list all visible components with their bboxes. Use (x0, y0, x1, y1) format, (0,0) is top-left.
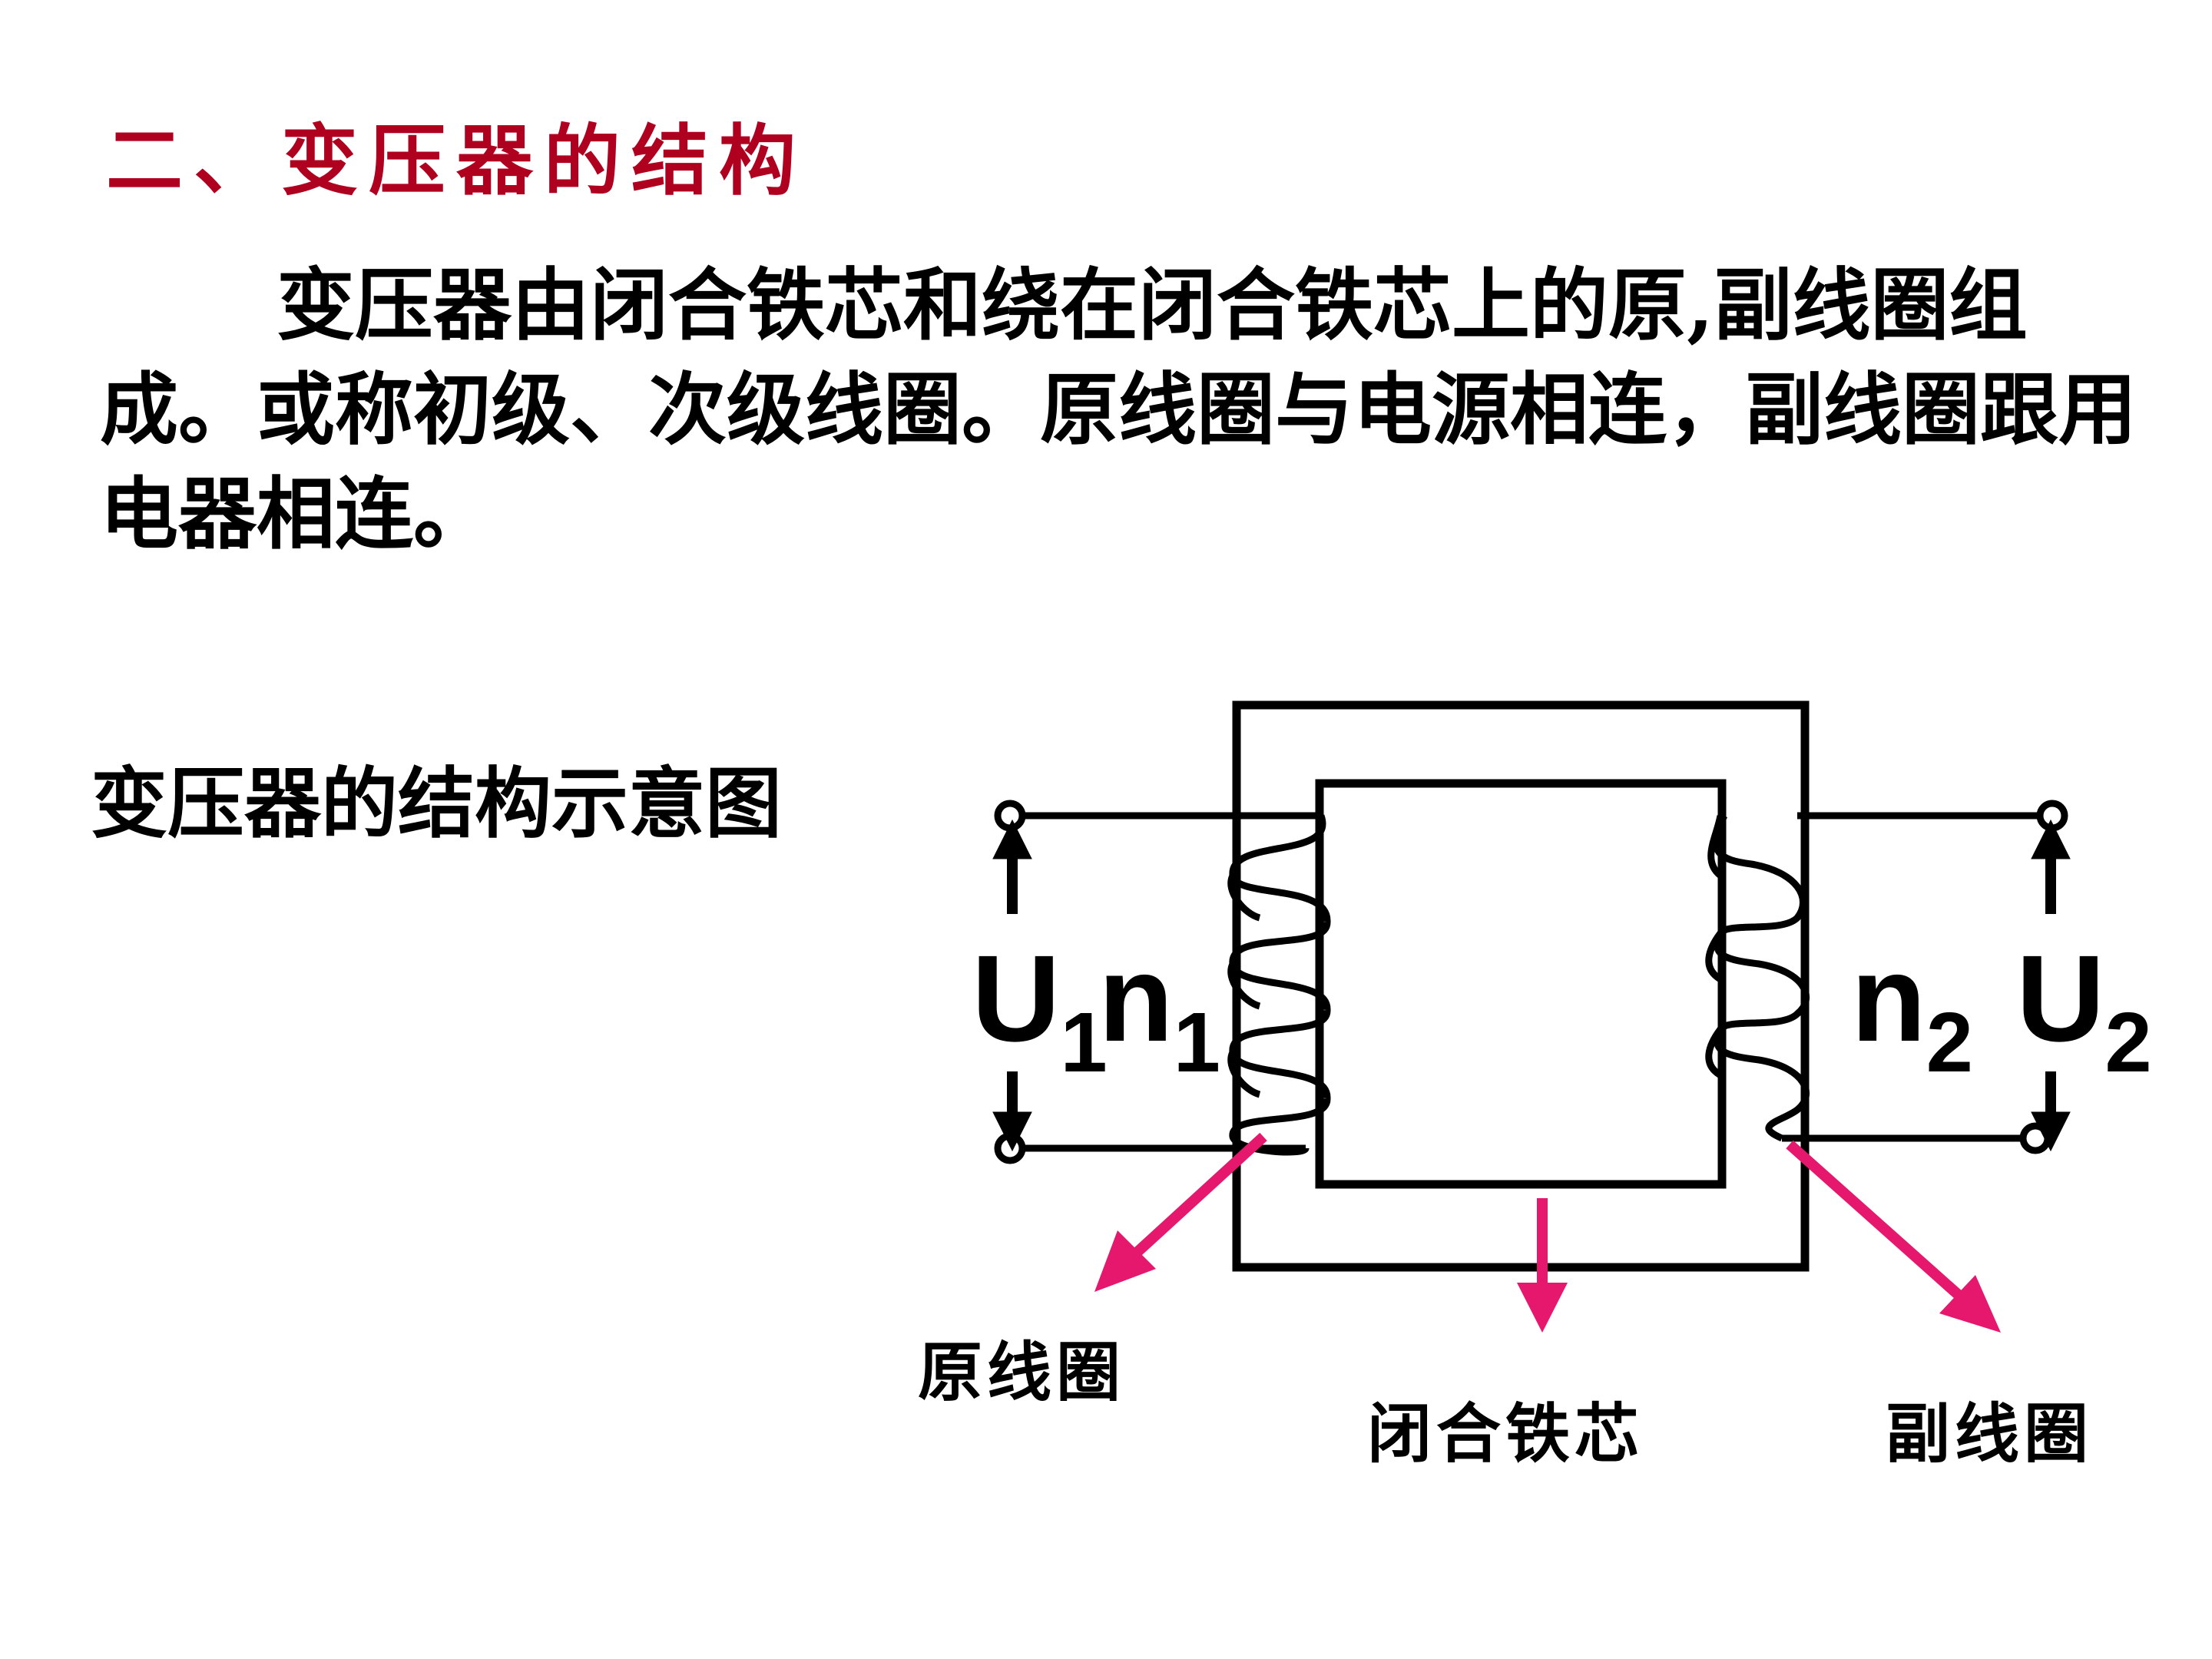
u2-symbol: U2 (2016, 937, 2152, 1085)
u2-subscript: 2 (2104, 995, 2152, 1090)
label-primary-coil: 原线圈 (918, 1334, 1126, 1410)
pointer-arrows (1094, 1132, 2001, 1333)
n2-symbol: n2 (1851, 937, 1973, 1085)
voltage-arrows (992, 819, 2071, 1152)
u1-subscript: 1 (1060, 995, 1108, 1090)
n2-letter: n (1851, 929, 1926, 1067)
secondary-coil (1705, 813, 1810, 1142)
page-title: 二、变压器的结构 (106, 115, 806, 206)
n1-subscript: 1 (1173, 995, 1220, 1090)
u1-symbol: U1 (972, 937, 1108, 1085)
label-core: 闭合铁芯 (1367, 1396, 1644, 1472)
paragraph-text: 变压器由闭合铁芯和绕在闭合铁芯上的原,副线圈组成。或称初级、次级线圈。原线圈与电… (100, 260, 2137, 561)
n1-letter: n (1098, 929, 1174, 1067)
diagram-caption: 变压器的结构示意图 (91, 758, 782, 849)
primary-coil (1227, 814, 1331, 1156)
secondary-wires (1782, 812, 2043, 1142)
n1-symbol: n1 (1098, 937, 1220, 1085)
n2-subscript: 2 (1926, 995, 1973, 1090)
label-secondary-coil: 副线圈 (1886, 1396, 2094, 1472)
u1-letter: U (972, 929, 1061, 1067)
u2-letter: U (2016, 929, 2105, 1067)
body-paragraph: 变压器由闭合铁芯和绕在闭合铁芯上的原,副线圈组成。或称初级、次级线圈。原线圈与电… (100, 253, 2158, 567)
core-inner-frame (1315, 779, 1727, 1189)
